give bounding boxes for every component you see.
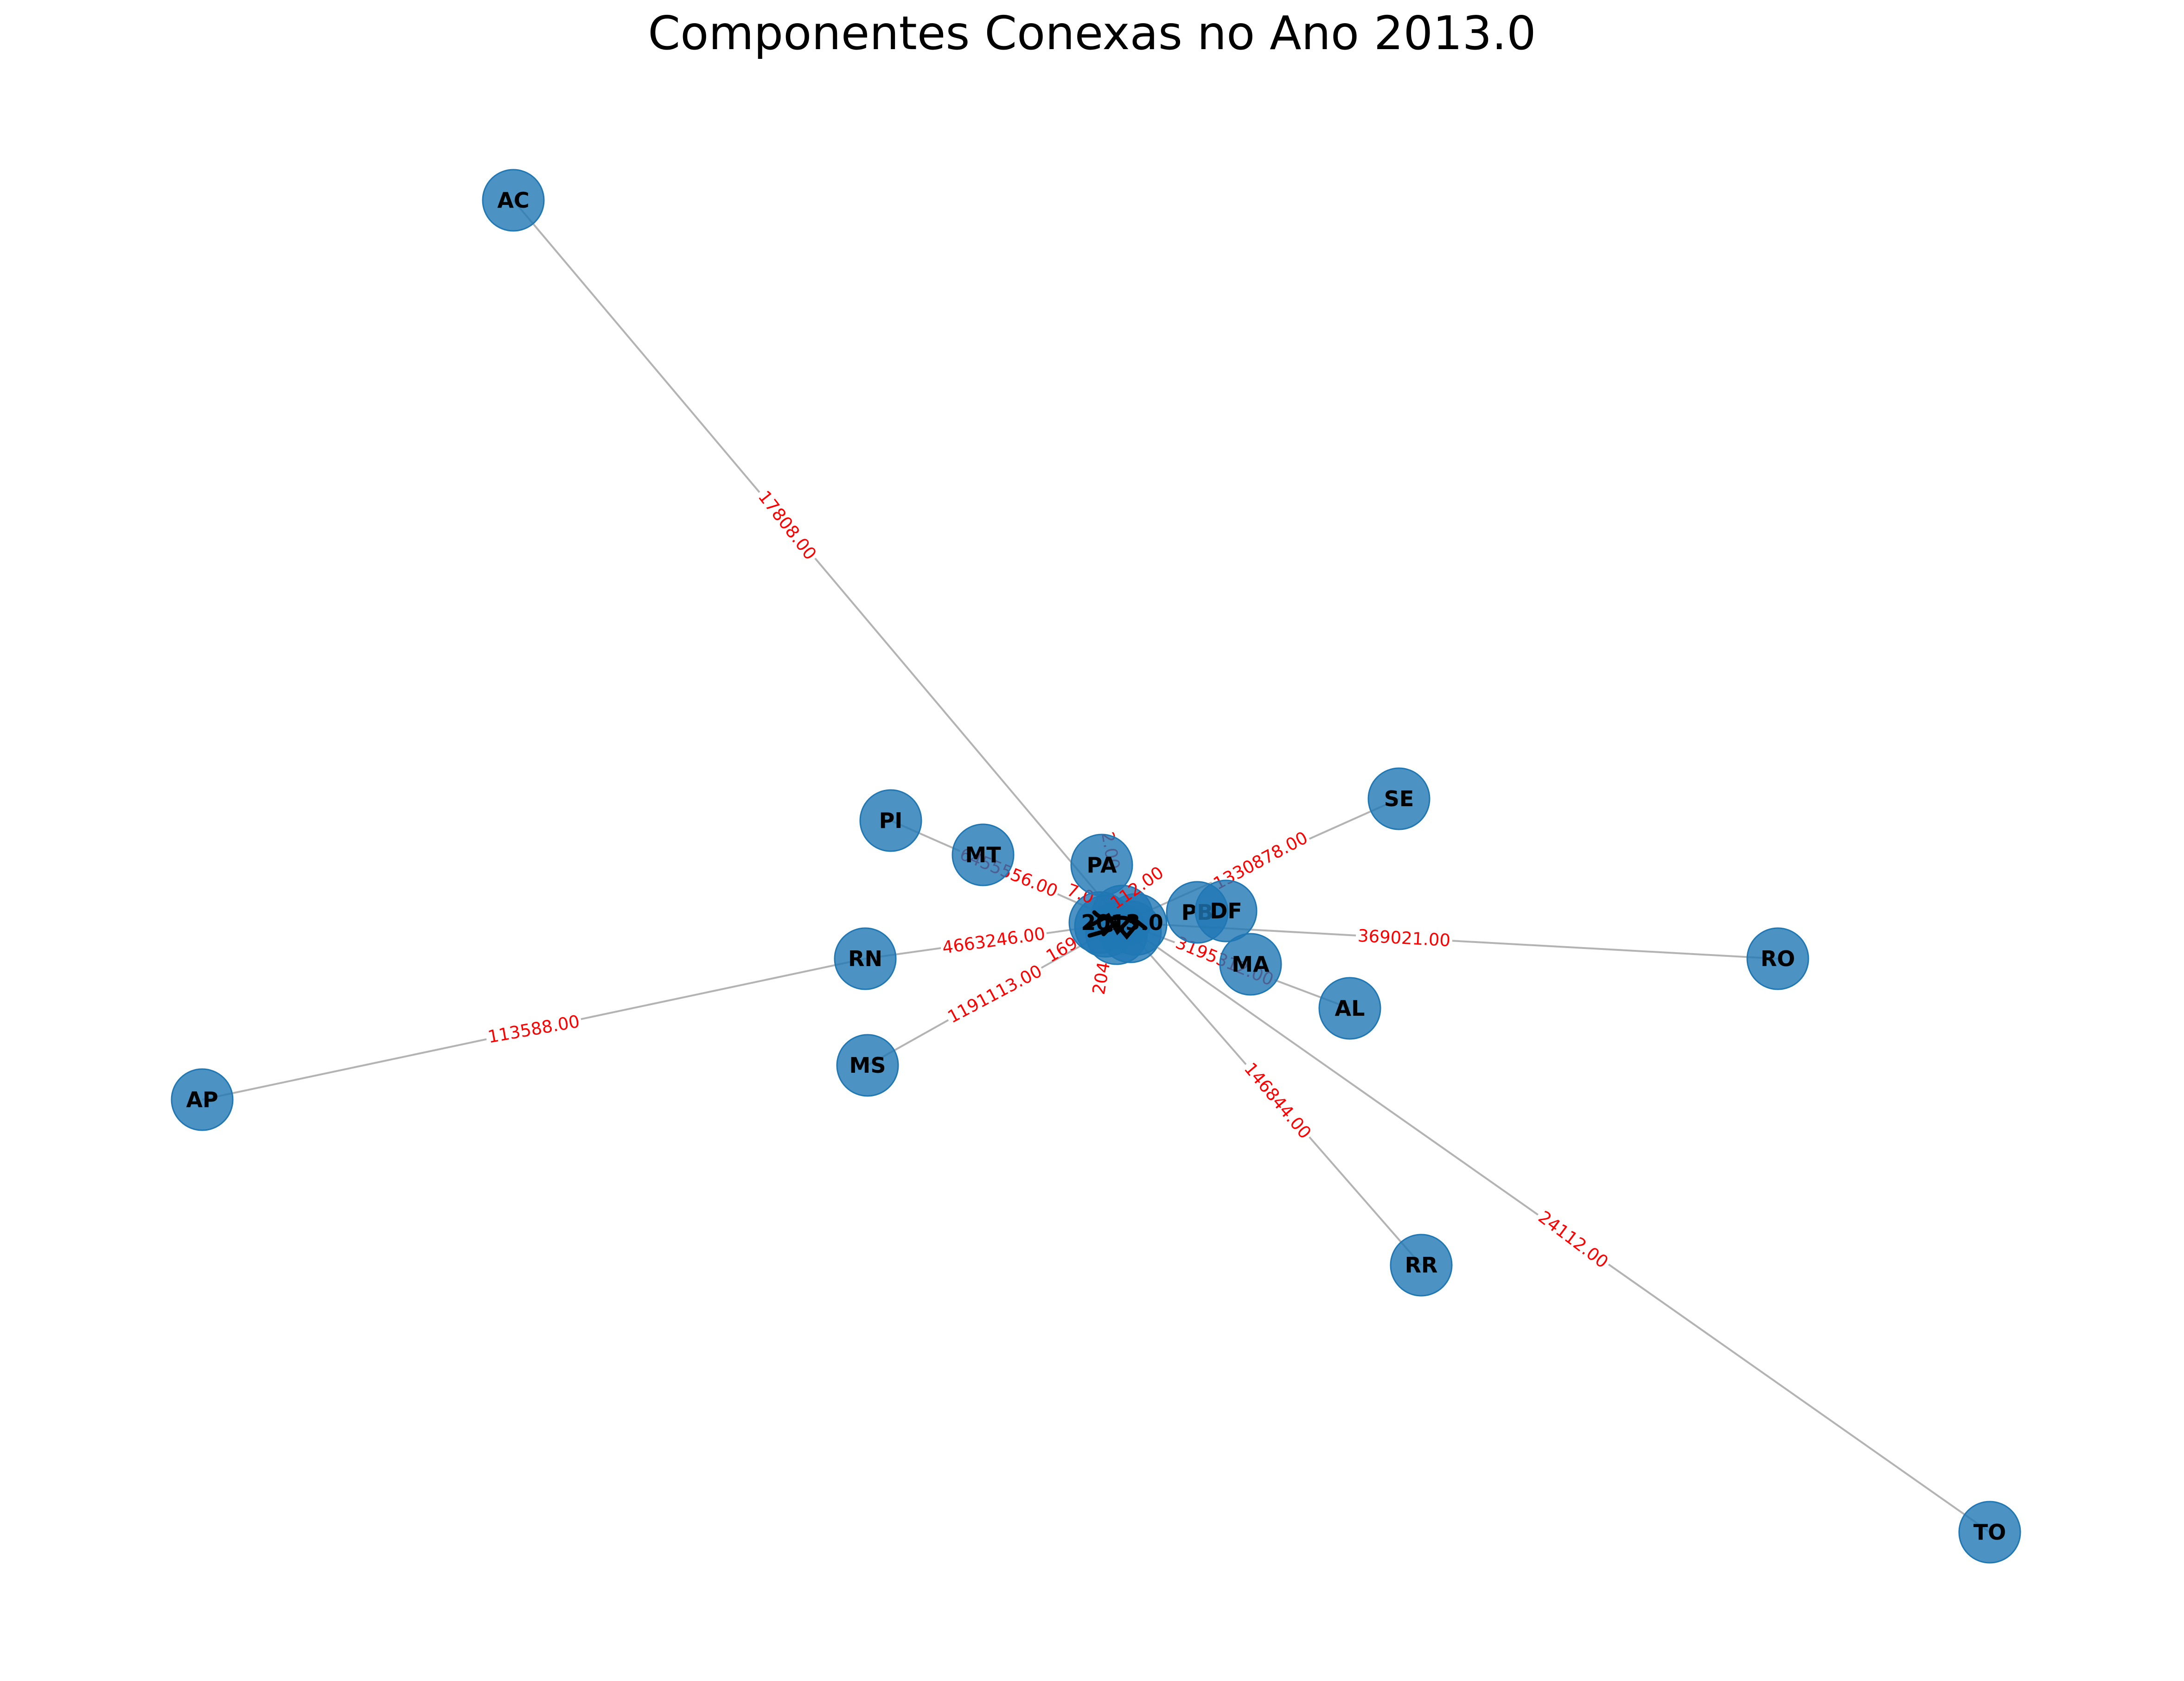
node-label-mt: MT — [965, 842, 1001, 867]
node-circle-mt — [952, 823, 1015, 886]
edge-label-TO: 24112.00 — [1534, 1207, 1612, 1273]
node-to: TO — [1958, 1501, 2021, 1564]
edge-label-group-TO: 24112.00 — [1532, 1204, 1615, 1274]
node-mt: MT — [952, 823, 1015, 886]
edge-label-bg-AP — [484, 1010, 583, 1049]
node-label-ap: AP — [186, 1087, 218, 1112]
node-label-df: DF — [1210, 898, 1242, 923]
edge-label-AC: 17808.00 — [754, 487, 821, 564]
node-circle-ap — [171, 1068, 234, 1131]
nodes-layer: ACAPPIMTPARNMSSEPBDFMAALRORRTO — [171, 169, 2021, 1564]
node-label-rn: RN — [848, 946, 882, 971]
edge-label-group-RO: 369021.00 — [1355, 924, 1453, 952]
node-ro: RO — [1746, 927, 1809, 990]
overlapping-labels-scribble — [1092, 910, 1138, 927]
edge-label-RN: 4663246.00 — [941, 923, 1046, 958]
node-se: SE — [1367, 767, 1430, 830]
partial-edge-label: 204 — [1089, 960, 1114, 996]
edge-labels-layer: 17808.00113588.004663246.001191113.00645… — [484, 484, 1615, 1274]
edge-label-bg-TO — [1532, 1204, 1615, 1274]
edge-label-group-RR: 146844.00 — [1238, 1057, 1317, 1145]
node-df: DF — [1194, 879, 1258, 942]
node-label-al: AL — [1335, 996, 1365, 1021]
node-pi: PI — [859, 789, 922, 852]
edge-label-bg-RN — [939, 922, 1048, 959]
node-circle-ma — [1219, 933, 1282, 996]
node-circle-rn — [834, 927, 897, 990]
edge-label-group-AC: 17808.00 — [752, 484, 823, 567]
edge-label-RR: 146844.00 — [1240, 1059, 1316, 1143]
node-label-ro: RO — [1761, 946, 1795, 971]
node-circle-ro — [1746, 927, 1809, 990]
node-rn: RN — [834, 927, 897, 990]
edge-label-bg-RR — [1238, 1057, 1317, 1145]
node-circle-ms — [836, 1034, 899, 1097]
node-circle-pa — [1070, 834, 1133, 897]
edge-label-RO: 369021.00 — [1357, 926, 1451, 950]
edge-label-bg-SE — [1208, 826, 1313, 896]
node-circle-pi — [859, 789, 922, 852]
node-pa: PA — [1070, 834, 1133, 897]
edge-label-group-MS: 1191113.00 — [942, 959, 1047, 1029]
node-al: AL — [1318, 977, 1381, 1040]
node-circle-df — [1194, 879, 1258, 942]
node-circle-ac — [482, 169, 545, 232]
overlapping-labels-scribble — [1087, 927, 1113, 938]
node-ap: AP — [171, 1068, 234, 1131]
node-circle-se — [1367, 767, 1430, 830]
chart-title: Componentes Conexas no Ano 2013.0 — [648, 6, 1536, 60]
node-circle-to — [1958, 1501, 2021, 1564]
node-label-se: SE — [1384, 786, 1414, 811]
node-label-rr: RR — [1405, 1253, 1438, 1278]
edge-label-group-AP: 113588.00 — [484, 1010, 583, 1049]
node-label-pi: PI — [879, 808, 903, 833]
node-label-ac: AC — [497, 188, 529, 213]
node-ms: MS — [836, 1034, 899, 1097]
edge-label-AP: 113588.00 — [486, 1011, 581, 1047]
edge-2013.0-AC — [512, 199, 1123, 923]
node-circle-rr — [1390, 1234, 1453, 1297]
node-label-to: TO — [1973, 1520, 2006, 1545]
hub-cluster: 2013.0 — [1068, 885, 1168, 965]
node-ma: MA — [1219, 933, 1282, 996]
node-ac: AC — [482, 169, 545, 232]
node-label-ms: MS — [849, 1053, 886, 1078]
edge-label-group-RN: 4663246.00 — [939, 922, 1048, 959]
node-circle-al — [1318, 977, 1381, 1040]
edge-label-bg-AC — [752, 484, 823, 567]
node-label-ma: MA — [1232, 952, 1270, 977]
node-label-pa: PA — [1086, 853, 1117, 878]
hub-node-label: 2013.0 — [1081, 910, 1163, 935]
node-rr: RR — [1390, 1234, 1453, 1297]
edge-label-bg-MS — [942, 959, 1047, 1029]
edge-label-bg-RO — [1355, 924, 1453, 952]
edge-label-MS: 1191113.00 — [945, 961, 1046, 1027]
